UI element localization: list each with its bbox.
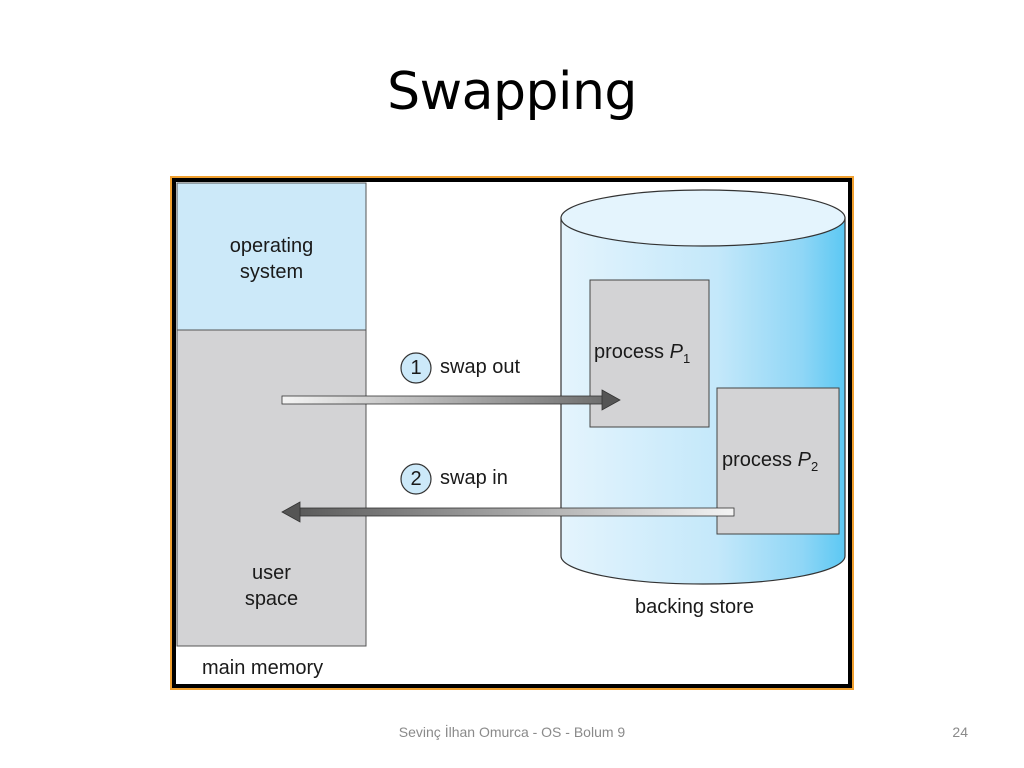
swap-in-arrow bbox=[281, 501, 735, 523]
step1-label: swap out bbox=[440, 356, 521, 378]
step2-label: swap in bbox=[440, 467, 508, 489]
process-p1-name: P bbox=[669, 341, 683, 363]
os-memory-block bbox=[176, 182, 367, 331]
footer-text: Sevinç İlhan Omurca - OS - Bolum 9 bbox=[398, 724, 626, 740]
process-p1-prefix: process bbox=[594, 341, 670, 363]
process-p2-prefix: process bbox=[722, 449, 798, 471]
step1-circle bbox=[400, 352, 432, 384]
process-p1-label: process P1 bbox=[594, 341, 690, 366]
os-label-line2: system bbox=[239, 261, 304, 283]
user-space-label-line1: user bbox=[252, 562, 291, 584]
main-memory-label: main memory bbox=[202, 657, 324, 679]
step2-circle bbox=[400, 463, 432, 495]
step2-number: 2 bbox=[410, 468, 422, 490]
user-space-label: user space bbox=[177, 560, 366, 612]
user-space-block bbox=[176, 329, 367, 647]
swap-out-arrow bbox=[281, 389, 621, 411]
process-p1-sub: 1 bbox=[682, 351, 691, 366]
os-label-line1: operating bbox=[229, 235, 314, 257]
backing-store-label: backing store bbox=[635, 596, 754, 618]
page-number: 24 bbox=[952, 724, 968, 740]
process-p2-sub: 2 bbox=[810, 459, 819, 474]
user-space-label-line2: space bbox=[244, 588, 299, 610]
step1-number: 1 bbox=[410, 357, 422, 379]
process-p2-label: process P2 bbox=[722, 449, 818, 474]
process-p2-name: P bbox=[797, 449, 811, 471]
os-label: operating system bbox=[177, 233, 366, 285]
process-p2-box bbox=[716, 387, 840, 535]
slide-title: Swapping bbox=[387, 62, 637, 122]
